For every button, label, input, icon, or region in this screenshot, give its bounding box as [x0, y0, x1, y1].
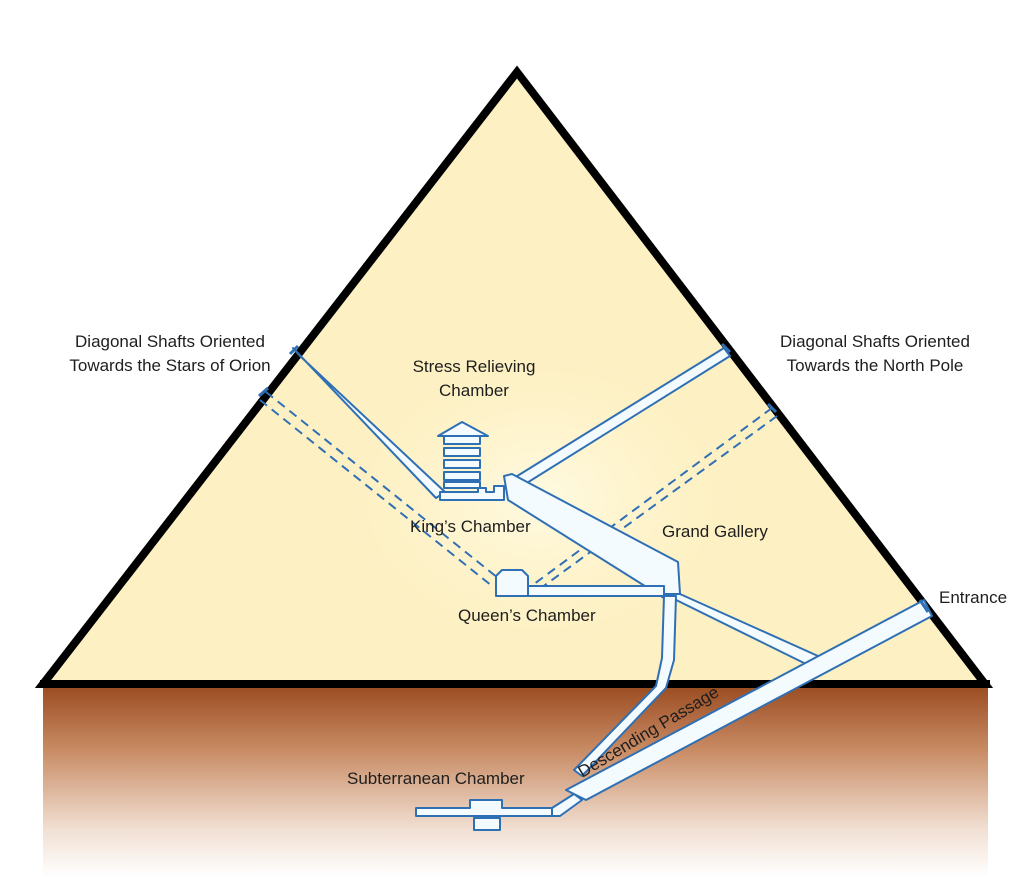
orion-shaft-lower-dashed-a — [265, 391, 499, 579]
stress-chamber-1 — [443, 435, 481, 445]
entrance-label: Entrance — [939, 588, 1008, 607]
passages-group — [259, 347, 933, 831]
entrance-mark — [918, 599, 930, 613]
grand-gallery-label: Grand Gallery — [662, 522, 768, 541]
shaft-exit-marks — [258, 342, 930, 613]
queens-passage — [527, 585, 665, 597]
subterranean-chamber — [415, 799, 553, 817]
orion-shafts-label: Diagonal Shafts Oriented Towards the Sta… — [40, 330, 300, 378]
stress-chamber-2 — [443, 447, 481, 457]
queens-chamber — [495, 569, 529, 597]
north-shaft-lower-dashed-a — [525, 407, 773, 591]
north-shaft-lower-dashed-b — [529, 415, 778, 597]
subterranean-connector — [551, 793, 583, 817]
stress-chamber-4 — [443, 471, 481, 481]
well-shaft — [573, 595, 677, 777]
kings-chamber — [439, 485, 505, 501]
orion-shaft-lower-dashed-b — [259, 399, 493, 587]
subterranean-pit — [473, 817, 501, 831]
kings-chamber-label: King’s Chamber — [410, 517, 531, 536]
north-shafts-line-2: Towards the North Pole — [786, 356, 964, 375]
stress-chamber-3 — [443, 459, 481, 469]
descending-passage — [565, 599, 933, 801]
stress-chamber-label: Stress Relieving Chamber — [389, 355, 559, 403]
north-exit-mark-2 — [766, 402, 778, 414]
stress-chamber-5 — [443, 481, 481, 489]
north-shafts-line-1: Diagonal Shafts Oriented — [780, 332, 970, 351]
orion-exit-mark-2 — [258, 386, 269, 398]
north-exit-mark-1 — [720, 342, 732, 354]
orion-shafts-line-1: Diagonal Shafts Oriented — [75, 332, 265, 351]
north-shafts-label: Diagonal Shafts Oriented Towards the Nor… — [745, 330, 1005, 378]
orion-exit-mark-1 — [288, 344, 300, 356]
ground-layer — [43, 684, 988, 877]
stress-chamber-line-2: Chamber — [439, 381, 509, 400]
queens-chamber-label: Queen’s Chamber — [458, 606, 596, 625]
subterranean-chamber-label: Subterranean Chamber — [347, 769, 525, 788]
orion-shafts-line-2: Towards the Stars of Orion — [69, 356, 271, 375]
stress-chamber-line-1: Stress Relieving — [412, 357, 536, 376]
